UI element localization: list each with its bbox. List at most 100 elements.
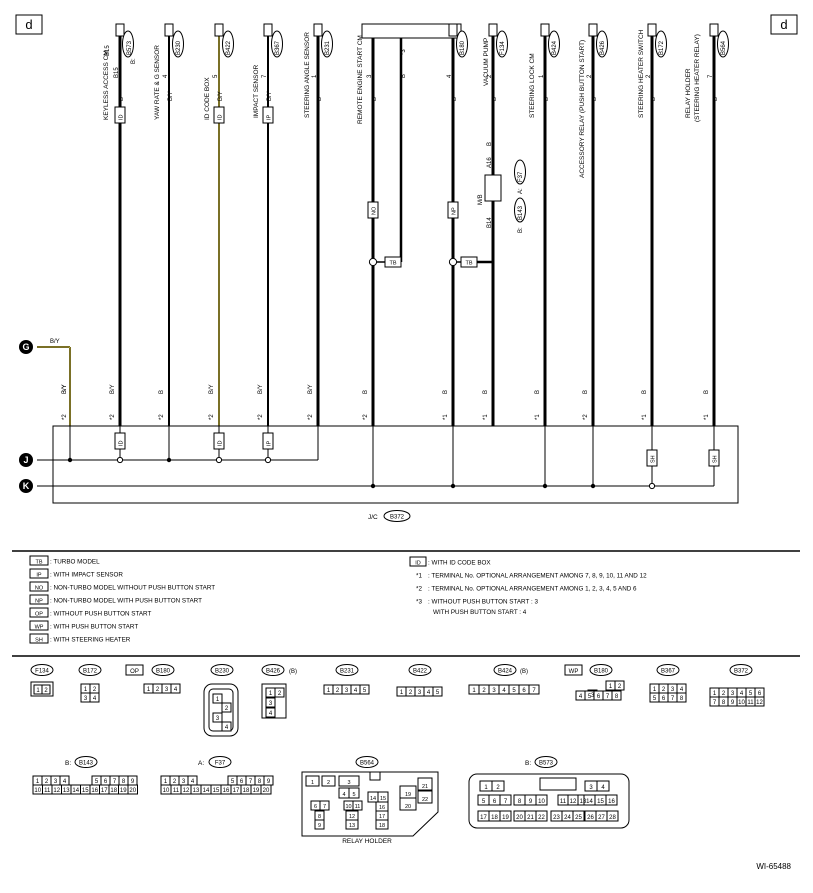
view-b180-op-pin: [170, 683, 181, 694]
view-f37-pin-number: 8: [258, 779, 262, 785]
view-b573-pin: [605, 794, 618, 806]
view-b180-op-prefix: OP: [130, 669, 139, 675]
legend-symbol: NO: [35, 585, 44, 591]
connector-stub-B573: [115, 23, 125, 37]
view-b143-pin-number: 6: [104, 779, 108, 785]
view-b180-wp-pin-number: 5: [588, 694, 592, 700]
view-b564-pin: [375, 819, 389, 830]
legend-text: : NON-TURBO MODEL WITH PUSH BUTTON START: [50, 598, 202, 605]
connector-stub-B367: [263, 23, 273, 37]
view-b143-pin-number: 17: [101, 788, 108, 794]
view-b564-pin-number: 18: [379, 823, 385, 829]
connector-label: STEERING ANGLE SENSOR: [304, 32, 311, 118]
view-b573-pin-number: 9: [529, 799, 533, 805]
jc-text: J/C: [368, 514, 378, 521]
view-b372-pin-number: 5: [749, 691, 753, 697]
view-b143-pin-number: 16: [91, 788, 98, 794]
view-f37-pin-number: 13: [193, 788, 200, 794]
view-b573-pin-number: 8: [518, 799, 522, 805]
junction-dot: [450, 483, 456, 489]
view-b424: [493, 664, 517, 676]
view-b180-wp-pin-number: 6: [597, 694, 601, 700]
inline-tag-id: [213, 106, 225, 124]
view-b573-pin-number: 1: [484, 785, 488, 791]
view-b180-wp-pin-number: 8: [615, 694, 619, 700]
mb-conn-a-prefix: A:: [518, 188, 524, 194]
view-b573-pin-number: 27: [598, 815, 605, 821]
junction-ring: [648, 482, 656, 490]
view-b573-pin: [499, 810, 512, 822]
view-b231-pin-number: 3: [345, 688, 349, 694]
connector-stub-B172: [647, 23, 657, 37]
connector-id-B172: B172: [659, 40, 665, 55]
legend-symbol-box: [29, 594, 49, 605]
view-b422-pin-number: 2: [409, 690, 413, 696]
view-b424-text: B424: [498, 668, 513, 674]
view-b573-prefix: B:: [525, 760, 531, 767]
view-f37-pin-number: 9: [267, 779, 271, 785]
view-b564-pin-number: 4: [342, 792, 345, 798]
legend-text: : NON-TURBO MODEL WITHOUT PUSH BUTTON ST…: [50, 585, 215, 592]
wire-color: B/Y: [267, 91, 273, 101]
view-b426: [261, 664, 285, 676]
view-b180-wp-pin-number: 3: [591, 693, 595, 699]
view-b564-pin-number: 14: [370, 796, 376, 802]
view-f37-pin-number: 6: [240, 779, 244, 785]
connector-label: KEYLESS ACCESS CM: [103, 50, 110, 120]
view-b564-pin: [417, 790, 433, 804]
view-b367-pin-number: 4: [680, 687, 684, 693]
junction-ring-b180: [448, 257, 458, 267]
view-b573-pin: [491, 780, 505, 792]
view-b573-pin-number: 23: [553, 815, 560, 821]
connector-layer: [15, 14, 798, 837]
bus-star-label: *2: [363, 414, 369, 420]
view-b367-pin-number: 5: [653, 696, 657, 702]
wire-color: B: [119, 97, 125, 101]
view-b424-pin-number: 2: [482, 688, 486, 694]
view-b424-suffix: (B): [520, 669, 528, 675]
view-b372-pin-number: 4: [740, 691, 744, 697]
terminal-letter-J: J: [23, 455, 28, 465]
view-b564-latch: [369, 771, 381, 781]
inline-tag-sh: [646, 449, 658, 467]
view-b180-wp-pin-number: 7: [606, 694, 610, 700]
view-b564-pin-number: 10: [345, 804, 351, 810]
view-b564-text: B564: [360, 760, 375, 766]
connector-id-oval-B424: [548, 30, 560, 58]
jc-id: B372: [390, 515, 405, 521]
terminal-K: [19, 479, 33, 493]
view-b230-text: B230: [215, 668, 230, 674]
inline-tag-id-label: ID: [118, 114, 124, 120]
view-b372-pin-number: 10: [738, 700, 745, 706]
view-b422: [408, 664, 432, 676]
view-b564-pin-number: 3: [347, 780, 350, 786]
view-b172-pin-number: 1: [84, 687, 88, 693]
bus-wire-label: B: [583, 390, 589, 394]
view-b372-pin-number: 6: [758, 691, 762, 697]
view-b426-pin-number: 3: [269, 701, 273, 707]
view-b424-pin-number: 1: [472, 688, 476, 694]
bus-star-label: *2: [308, 414, 314, 420]
view-b564: [355, 756, 379, 768]
view-b367-pin-number: 2: [662, 687, 666, 693]
bus-wire-label: B: [159, 390, 165, 394]
view-b180-wp-badge: [564, 664, 583, 676]
view-b172-pin: [89, 692, 100, 703]
view-b564-pin-number: 7: [323, 804, 326, 810]
pin-number: 4: [163, 74, 169, 78]
inline-tag-id-label: ID: [217, 114, 223, 120]
view-b143-pin-number: 14: [72, 788, 79, 794]
view-b422-pin-number: 3: [418, 690, 422, 696]
view-b573-pin-number: 13: [580, 799, 587, 805]
wire-color: B: [592, 97, 598, 101]
connector-id-oval-B564: [717, 30, 729, 58]
view-b422-pin-number: 5: [436, 690, 440, 696]
view-b573-pin: [535, 810, 548, 822]
view-b180-op-pin-number: 2: [156, 687, 160, 693]
inline-tag-ip-label: IP: [266, 114, 272, 120]
view-b180-wp-text: B180: [594, 668, 609, 674]
view-b573-pin-number: 24: [564, 815, 571, 821]
legend-symbol: TB: [35, 559, 42, 565]
view-b143: [74, 756, 98, 768]
